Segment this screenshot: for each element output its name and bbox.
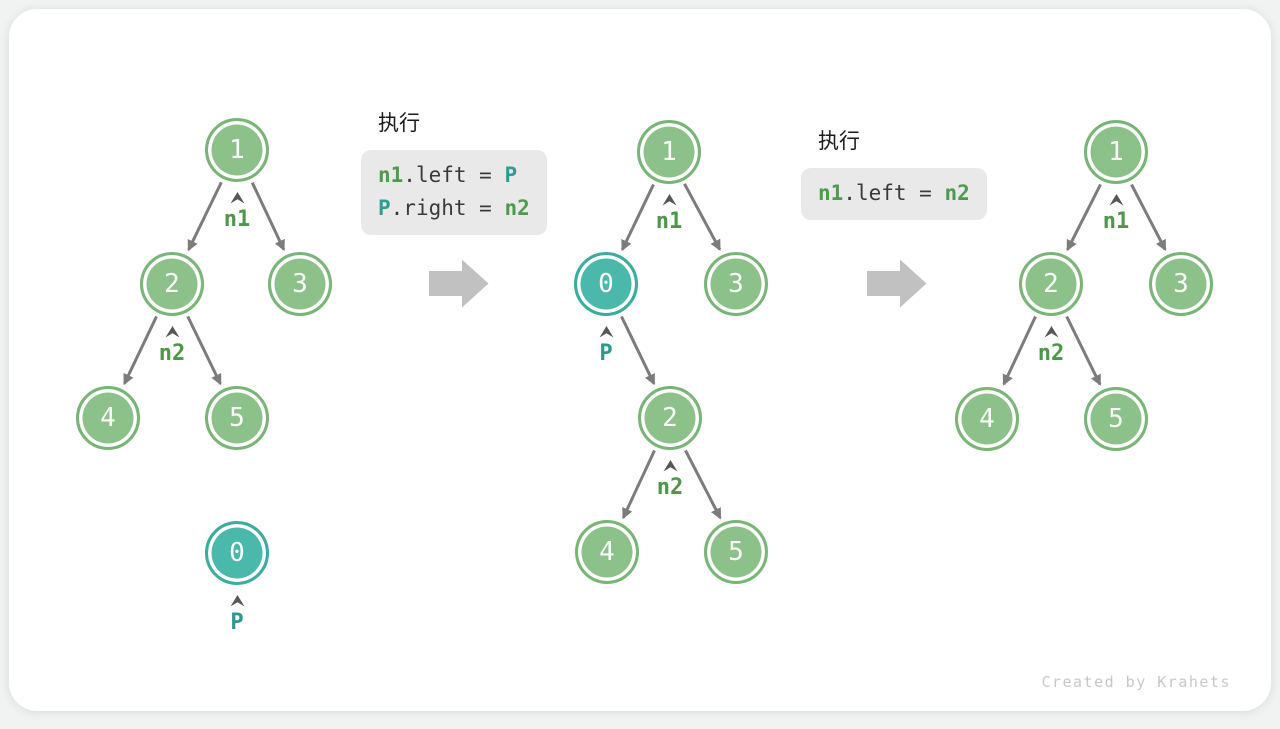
code-line: n1.left = P	[378, 159, 530, 192]
up-caret-icon	[1109, 194, 1123, 206]
pointer-label: n1	[655, 209, 683, 234]
tree-node: 1	[205, 118, 269, 182]
step-title: 执行	[818, 129, 860, 153]
code-token: n2	[504, 196, 530, 220]
tree-node: 1	[1084, 120, 1148, 184]
pointer-label: P	[599, 341, 613, 366]
step-arrow-icon	[429, 259, 489, 308]
tree-node: 2	[1019, 252, 1083, 316]
code-step-2: 执行 n1.left = n2	[801, 125, 987, 220]
code-token: .left =	[843, 181, 945, 205]
tree-node: 4	[955, 387, 1019, 451]
tree-node: 4	[575, 520, 639, 584]
pointer-n2: n2	[144, 325, 200, 365]
code-box: n1.left = P P.right = n2	[361, 150, 547, 235]
tree-node: 5	[1084, 387, 1148, 451]
pointer-label: n1	[1102, 209, 1130, 234]
code-token: n2	[944, 181, 970, 205]
code-token: P	[504, 163, 518, 187]
tree-node: 1	[637, 120, 701, 184]
code-box: n1.left = n2	[801, 168, 987, 220]
pointer-n2: n2	[1023, 325, 1079, 365]
pointer-n1: n1	[209, 191, 265, 231]
code-token: n1	[818, 181, 844, 205]
code-line: P.right = n2	[378, 192, 530, 225]
figure-card: 1 2 3 4 5 0 n1 n2 P 执行 n1.left = P P.rig…	[9, 9, 1271, 711]
tree-node: 3	[1149, 252, 1213, 316]
tree-node: 2	[638, 386, 702, 450]
code-line: n1.left = n2	[818, 177, 970, 210]
code-token: .right =	[390, 196, 505, 220]
tree-node: 3	[704, 252, 768, 316]
code-token: n1	[378, 163, 404, 187]
tree-node: 3	[268, 252, 332, 316]
tree-node-p: 0	[574, 252, 638, 316]
up-caret-icon	[165, 326, 179, 338]
up-caret-icon	[662, 194, 676, 206]
pointer-n2: n2	[642, 459, 698, 499]
pointer-p: P	[578, 325, 634, 365]
tree-node: 5	[205, 386, 269, 450]
edges-and-arrows-layer	[123, 181, 1167, 520]
up-caret-icon	[230, 192, 244, 204]
up-caret-icon	[230, 595, 244, 607]
code-step-1: 执行 n1.left = P P.right = n2	[361, 107, 547, 235]
code-token: .left =	[403, 163, 505, 187]
pointer-n1: n1	[1088, 193, 1144, 233]
pointer-n1: n1	[641, 193, 697, 233]
detached-node-p: 0	[205, 521, 269, 585]
pointer-label: n2	[656, 475, 684, 500]
step-title: 执行	[378, 111, 420, 135]
tree-node: 2	[140, 252, 204, 316]
up-caret-icon	[599, 326, 613, 338]
pointer-label: n1	[223, 207, 251, 232]
step-arrow-icon	[867, 259, 927, 308]
pointer-label: n2	[158, 341, 186, 366]
code-token: P	[378, 196, 391, 220]
tree-node: 5	[704, 520, 768, 584]
pointer-label: n2	[1037, 341, 1065, 366]
pointer-p: P	[209, 594, 265, 634]
pointer-label: P	[230, 610, 244, 635]
up-caret-icon	[1044, 326, 1058, 338]
tree-node: 4	[76, 386, 140, 450]
up-caret-icon	[663, 460, 677, 472]
watermark: Created by Krahets	[1041, 673, 1231, 691]
